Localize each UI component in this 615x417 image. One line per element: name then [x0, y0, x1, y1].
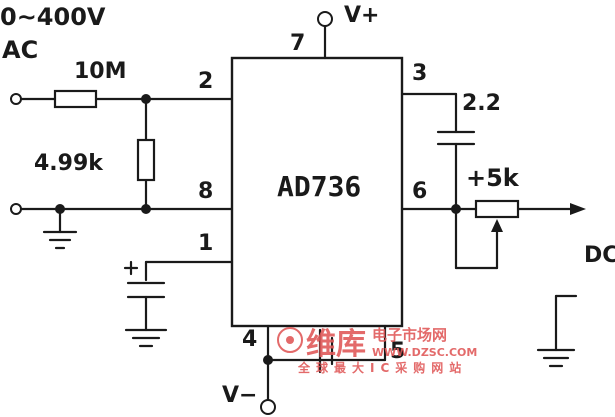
potentiometer-5k	[474, 199, 520, 219]
ic-body	[230, 56, 404, 328]
vplus-label: V+	[344, 3, 379, 28]
pin-number-6: 6	[412, 179, 427, 204]
ic-name: AD736	[277, 170, 361, 203]
pin-number-5: 5	[390, 339, 405, 364]
pin-number-4: 4	[242, 327, 257, 352]
pin-number-8: 8	[198, 179, 213, 204]
watermark-site: 电子市场网	[372, 326, 447, 344]
input-terminal-top	[10, 93, 22, 105]
vminus-terminal	[260, 399, 276, 415]
vplus-terminal	[317, 11, 333, 27]
watermark-logo-icon	[277, 327, 303, 353]
input-type-label: AC	[2, 36, 38, 64]
watermark-slogan: 全球最大IC采购网站	[297, 360, 467, 375]
junction-node	[451, 204, 461, 214]
ground-symbol-right	[536, 294, 578, 368]
potentiometer-5k-label: +5k	[466, 164, 520, 192]
ground-symbol-left	[42, 230, 78, 250]
junction-node	[55, 204, 65, 214]
capacitor-2-2-label: 2.2	[462, 91, 501, 116]
resistor-10m-label: 10M	[74, 59, 127, 84]
resistor-10m	[53, 89, 98, 109]
junction-node	[141, 94, 151, 104]
junction-node	[263, 355, 273, 365]
resistor-4-99k-label: 4.99k	[34, 151, 104, 176]
pin-number-3: 3	[412, 61, 427, 86]
pin1-capacitor	[123, 260, 234, 348]
output-wiring	[400, 203, 586, 270]
capacitor-2-2	[400, 92, 476, 211]
resistor-4-99k	[136, 138, 156, 182]
pin-number-7: 7	[290, 31, 305, 56]
pin-number-2: 2	[198, 69, 213, 94]
output-dc-label: DC	[584, 243, 615, 268]
pin-number-1: 1	[198, 231, 213, 256]
input-range-label: 0~400V	[0, 3, 106, 31]
watermark-url: WWW.DZSC.COM	[372, 346, 477, 359]
input-terminal-bottom	[10, 203, 22, 215]
watermark: 维库 电子市场网 WWW.DZSC.COM 全球最大IC采购网站	[277, 326, 477, 375]
vminus-label: V−	[222, 383, 257, 408]
watermark-brand: 维库	[306, 327, 366, 362]
junction-node	[141, 204, 151, 214]
